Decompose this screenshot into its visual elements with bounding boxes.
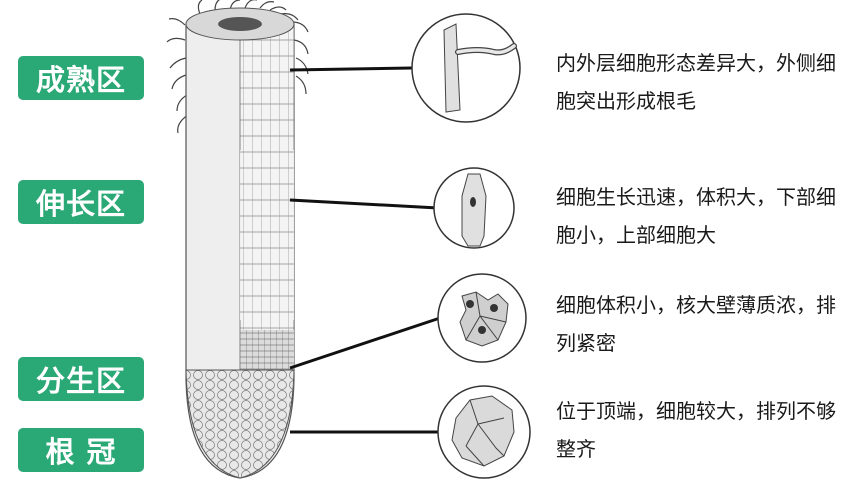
zone-description-elongation: 细胞生长迅速，体积大，下部细胞小，上部细胞大	[556, 185, 836, 247]
zone-description-root-cap: 位于顶端，细胞较大，排列不够整齐	[556, 399, 836, 461]
connector-lines	[289, 66, 441, 434]
zone-label-elongation: 伸长区	[18, 180, 144, 224]
magnified-cell-meristem	[437, 273, 527, 363]
magnified-cell-elongation	[433, 167, 515, 249]
zone-label-root-cap: 根 冠	[18, 428, 144, 472]
zone-description-maturation: 内外层细胞形态差异大，外侧细胞突出形成根毛	[556, 51, 836, 113]
zone-description-meristem: 细胞体积小，核大壁薄质浓，排列紧密	[556, 293, 836, 355]
magnified-cell-root-cap	[437, 385, 531, 479]
magnified-cell-maturation	[411, 13, 521, 123]
zone-label-maturation: 成熟区	[18, 56, 144, 100]
zone-label-meristem: 分生区	[18, 357, 144, 401]
